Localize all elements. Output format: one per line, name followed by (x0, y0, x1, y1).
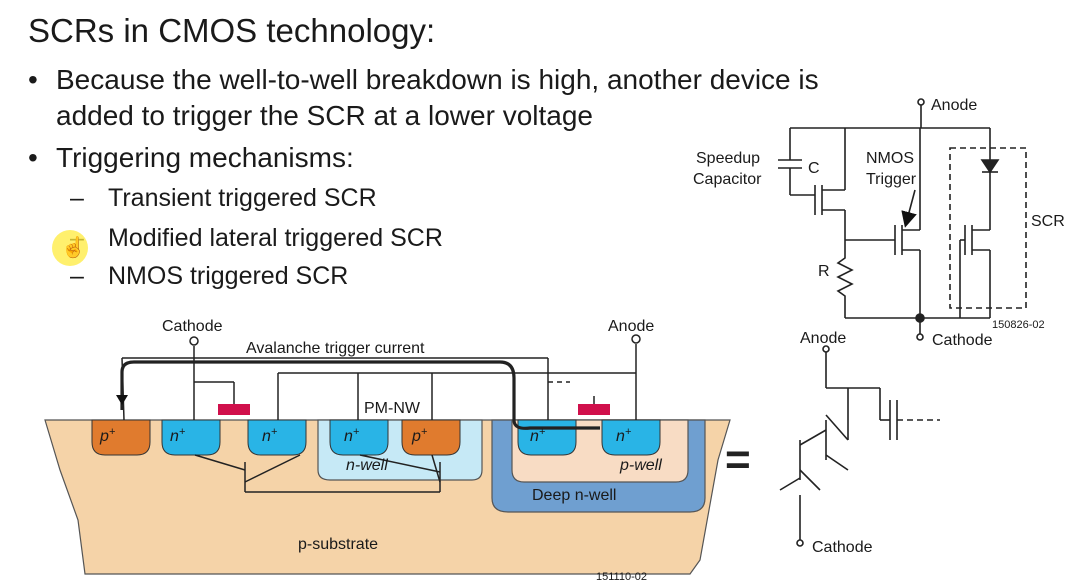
sub-bullet-text: NMOS triggered SCR (108, 262, 349, 290)
nmos-label-2: Trigger (866, 171, 917, 188)
hand-cursor-icon: ☝ (52, 230, 88, 266)
n-plus-1 (161, 419, 221, 456)
eq-cathode-label: Cathode (812, 539, 873, 556)
scr-label: SCR (1031, 213, 1065, 230)
bullet-marker: • (28, 142, 38, 173)
p-plus-1 (91, 419, 151, 456)
nmos-label-1: NMOS (866, 150, 914, 167)
p-plus-label-2: p+ (411, 426, 428, 445)
sub-bullet-marker: – (70, 184, 84, 212)
circuit-anode-label: Anode (931, 97, 977, 114)
cs-anode-label: Anode (608, 318, 654, 335)
equivalent-circuit (779, 345, 940, 547)
anode-terminal (917, 98, 925, 106)
n-plus-2 (247, 419, 307, 456)
avalanche-label: Avalanche trigger current (246, 340, 425, 357)
p-plus-2 (401, 419, 461, 456)
speedup-label-2: Capacitor (693, 171, 762, 188)
p-substrate-label: p-substrate (298, 536, 378, 553)
bullet-breakdown: • Because the well-to-well breakdown is … (28, 62, 819, 134)
p-plus-label-1: p+ (99, 426, 116, 445)
equals-sign: = (725, 435, 751, 484)
bullet-marker: • (28, 64, 38, 95)
sub-bullet-text: Transient triggered SCR (108, 184, 377, 212)
slide-title: SCRs in CMOS technology: (28, 12, 436, 49)
n-well-label: n-well (346, 457, 388, 474)
cs-cathode-label: Cathode (162, 318, 223, 335)
bullet-text-line1: Because the well-to-well breakdown is hi… (56, 64, 819, 95)
gate-2 (578, 404, 610, 415)
n-plus-4 (517, 419, 577, 456)
nmos-trigger-circuit (778, 98, 1027, 341)
deep-nwell-label: Deep n-well (532, 487, 616, 504)
bullet-text-line2: added to trigger the SCR at a lower volt… (56, 100, 593, 131)
n-plus-label-5: n+ (616, 426, 632, 445)
p-well-label: p-well (619, 457, 662, 474)
eq-anode-label: Anode (800, 330, 846, 347)
resistor-label: R (818, 263, 830, 280)
circuit-fig-id: 150826-02 (992, 319, 1045, 331)
bullet-triggering: • Triggering mechanisms: (28, 140, 354, 176)
speedup-label-1: Speedup (696, 150, 760, 167)
sub-bullet-marker: – (70, 262, 84, 290)
pmnw-label: PM-NW (364, 400, 421, 417)
capacitor-label: C (808, 160, 820, 177)
circuit-cathode-label: Cathode (932, 332, 993, 349)
bullet-text: Triggering mechanisms: (56, 142, 354, 173)
n-plus-label-1: n+ (170, 426, 186, 445)
n-plus-label-3: n+ (344, 426, 360, 445)
n-plus-label-4: n+ (530, 426, 546, 445)
n-plus-5 (601, 419, 661, 456)
cs-fig-id: 151110-02 (596, 571, 647, 583)
cross-section (44, 334, 731, 575)
sub-bullet-text: Modified lateral triggered SCR (108, 224, 443, 252)
gate-1 (218, 404, 250, 415)
sub-bullet-nmos: – NMOS triggered SCR (70, 262, 349, 291)
n-plus-3 (329, 419, 389, 456)
n-plus-label-2: n+ (262, 426, 278, 445)
sub-bullet-transient: – Transient triggered SCR (70, 184, 377, 213)
